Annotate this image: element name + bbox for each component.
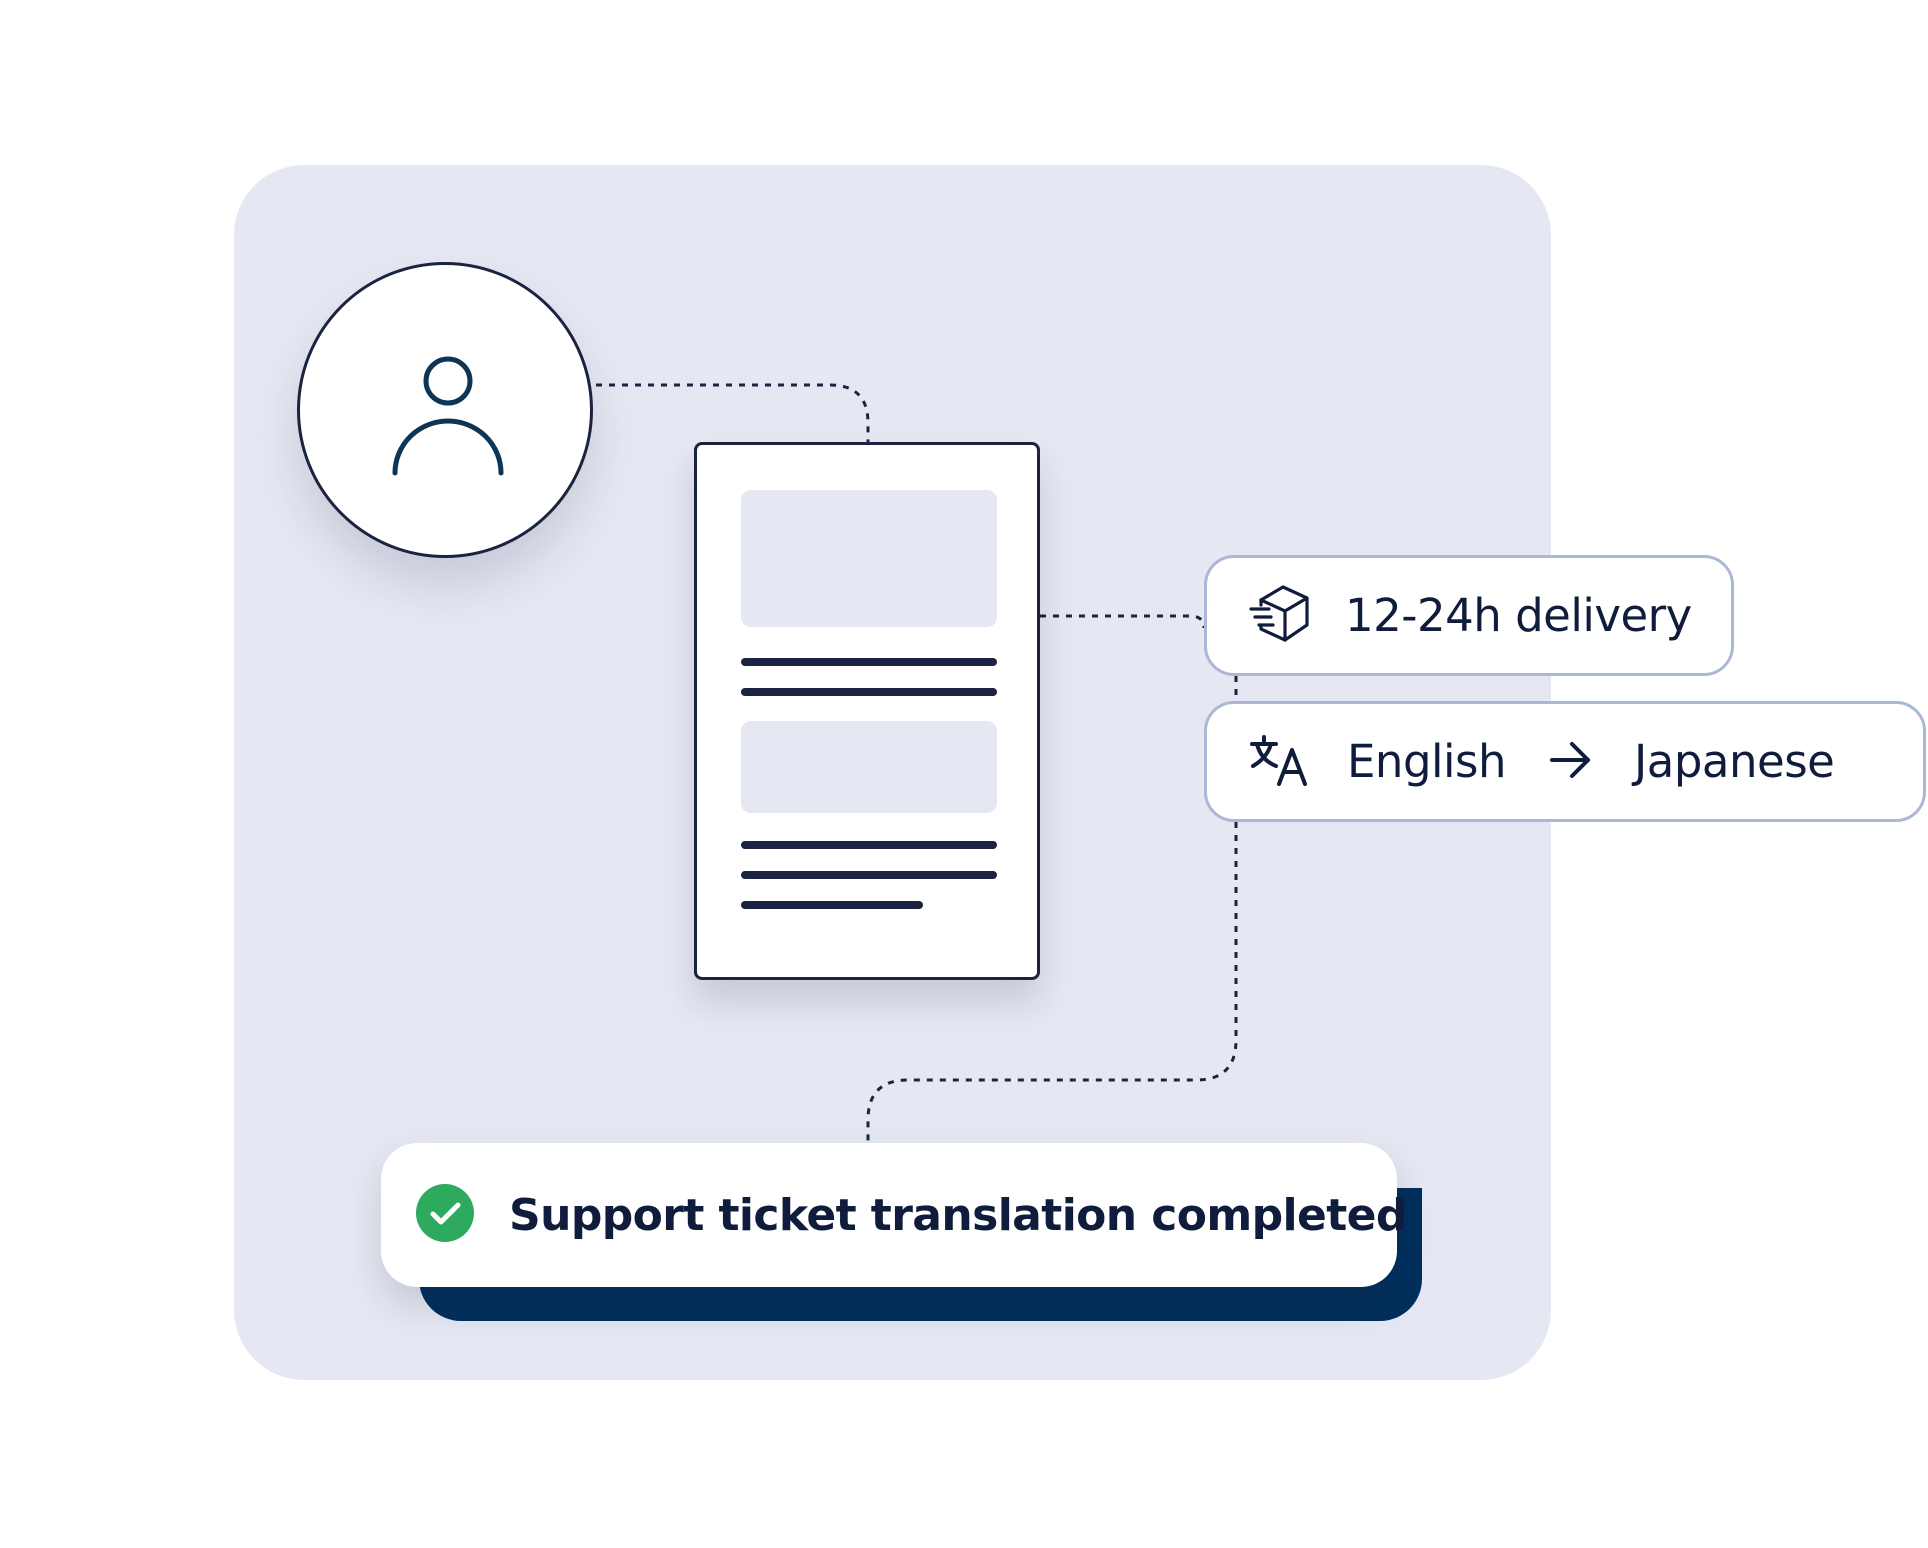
arrow-right-icon	[1548, 740, 1592, 784]
target-language: Japanese	[1634, 735, 1835, 788]
package-delivery-icon	[1247, 583, 1315, 649]
language-pair-badge: English Japanese	[1204, 701, 1926, 822]
user-icon	[392, 356, 504, 476]
check-circle-icon	[416, 1184, 474, 1246]
completion-notification: Support ticket translation completed	[381, 1143, 1407, 1287]
document-text-line	[741, 658, 997, 666]
document-text-line	[741, 901, 923, 909]
document-image-placeholder	[741, 721, 997, 813]
document-text-line	[741, 871, 997, 879]
completion-message: Support ticket translation completed	[509, 1189, 1407, 1241]
document-image-placeholder	[741, 490, 997, 627]
document-text-line	[741, 841, 997, 849]
user-avatar	[297, 262, 593, 558]
delivery-time-badge: 12-24h delivery	[1204, 555, 1734, 676]
delivery-time-label: 12-24h delivery	[1345, 589, 1692, 642]
support-ticket-document	[694, 442, 1040, 980]
source-language: English	[1347, 735, 1507, 788]
document-text-line	[741, 688, 997, 696]
translate-icon	[1249, 734, 1307, 790]
